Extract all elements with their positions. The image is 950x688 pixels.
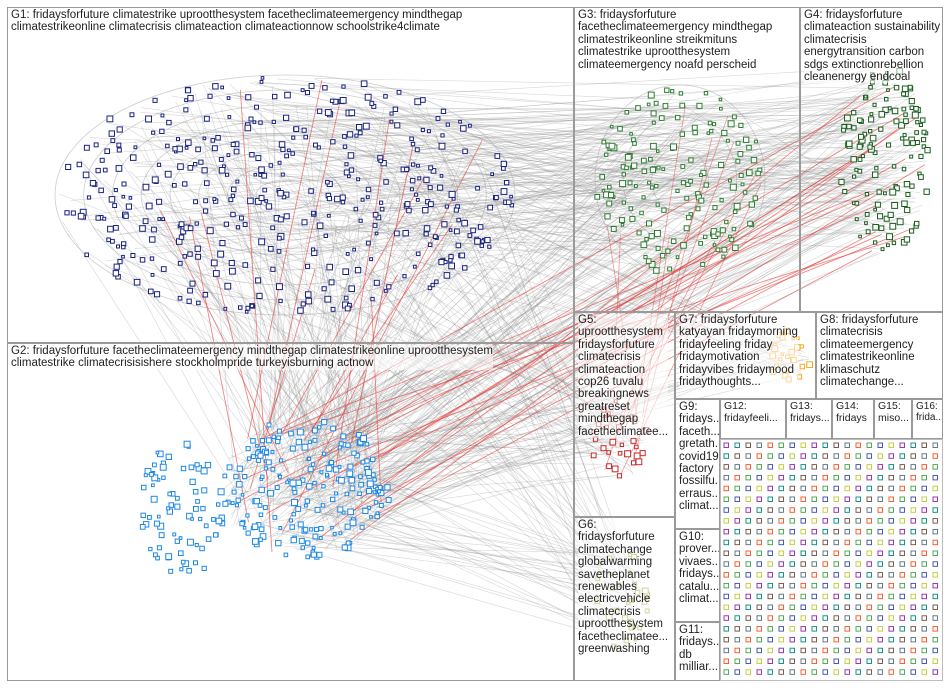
group-g5[interactable]: G5: uprootthesystem fridaysforfuture cli… [574,312,675,517]
group-grid-small [720,439,943,681]
group-label-g2: G2: fridaysforfuture facetheclimateemerg… [11,345,493,370]
group-g1[interactable]: G1: fridaysforfuture climatestrike uproo… [7,7,574,343]
group-label-g16: G16: frida... [916,401,943,423]
group-label-g6: G6: fridaysforfuture climatechange globa… [578,519,668,655]
group-g13[interactable]: G13: fridays... [786,399,832,439]
group-label-g11: G11: fridays... db milliar... [679,624,720,674]
group-label-g5: G5: uprootthesystem fridaysforfuture cli… [578,314,668,438]
group-g16[interactable]: G16: frida... [912,399,943,439]
group-g6[interactable]: G6: fridaysforfuture climatechange globa… [574,517,675,681]
group-label-g7: G7: fridaysforfuture katyayan fridaymorn… [679,314,798,388]
group-label-g8: G8: fridaysforfuture climatecrisis clima… [820,314,918,388]
group-g3[interactable]: G3: fridaysforfuture facetheclimateemerg… [574,7,800,312]
group-label-g12: G12: fridayfeeli... [724,401,778,424]
group-label-g1: G1: fridaysforfuture climatestrike uproo… [11,9,462,34]
group-g7[interactable]: G7: fridaysforfuture katyayan fridaymorn… [675,312,816,399]
group-label-g15: G15: miso... [878,401,909,424]
group-g14[interactable]: G14: fridays [832,399,874,439]
group-label-g10: G10: prover... vivaes... fridays... cata… [679,531,720,605]
group-g11[interactable]: G11: fridays... db milliar... [675,622,720,681]
group-g8[interactable]: G8: fridaysforfuture climatecrisis clima… [816,312,943,399]
group-label-g13: G13: fridays... [790,401,830,424]
group-label-g9: G9: fridays... faceth... gretath... covi… [679,401,720,513]
group-label-g4: G4: fridaysforfuture climateaction susta… [804,9,940,83]
group-g10[interactable]: G10: prover... vivaes... fridays... cata… [675,529,720,622]
group-g9[interactable]: G9: fridays... faceth... gretath... covi… [675,399,720,529]
group-g2[interactable]: G2: fridaysforfuture facetheclimateemerg… [7,343,574,681]
group-g4[interactable]: G4: fridaysforfuture climateaction susta… [800,7,943,312]
group-label-g14: G14: fridays [836,401,867,424]
group-label-g3: G3: fridaysforfuture facetheclimateemerg… [578,9,772,71]
group-g15[interactable]: G15: miso... [874,399,912,439]
group-g12[interactable]: G12: fridayfeeli... [720,399,786,439]
